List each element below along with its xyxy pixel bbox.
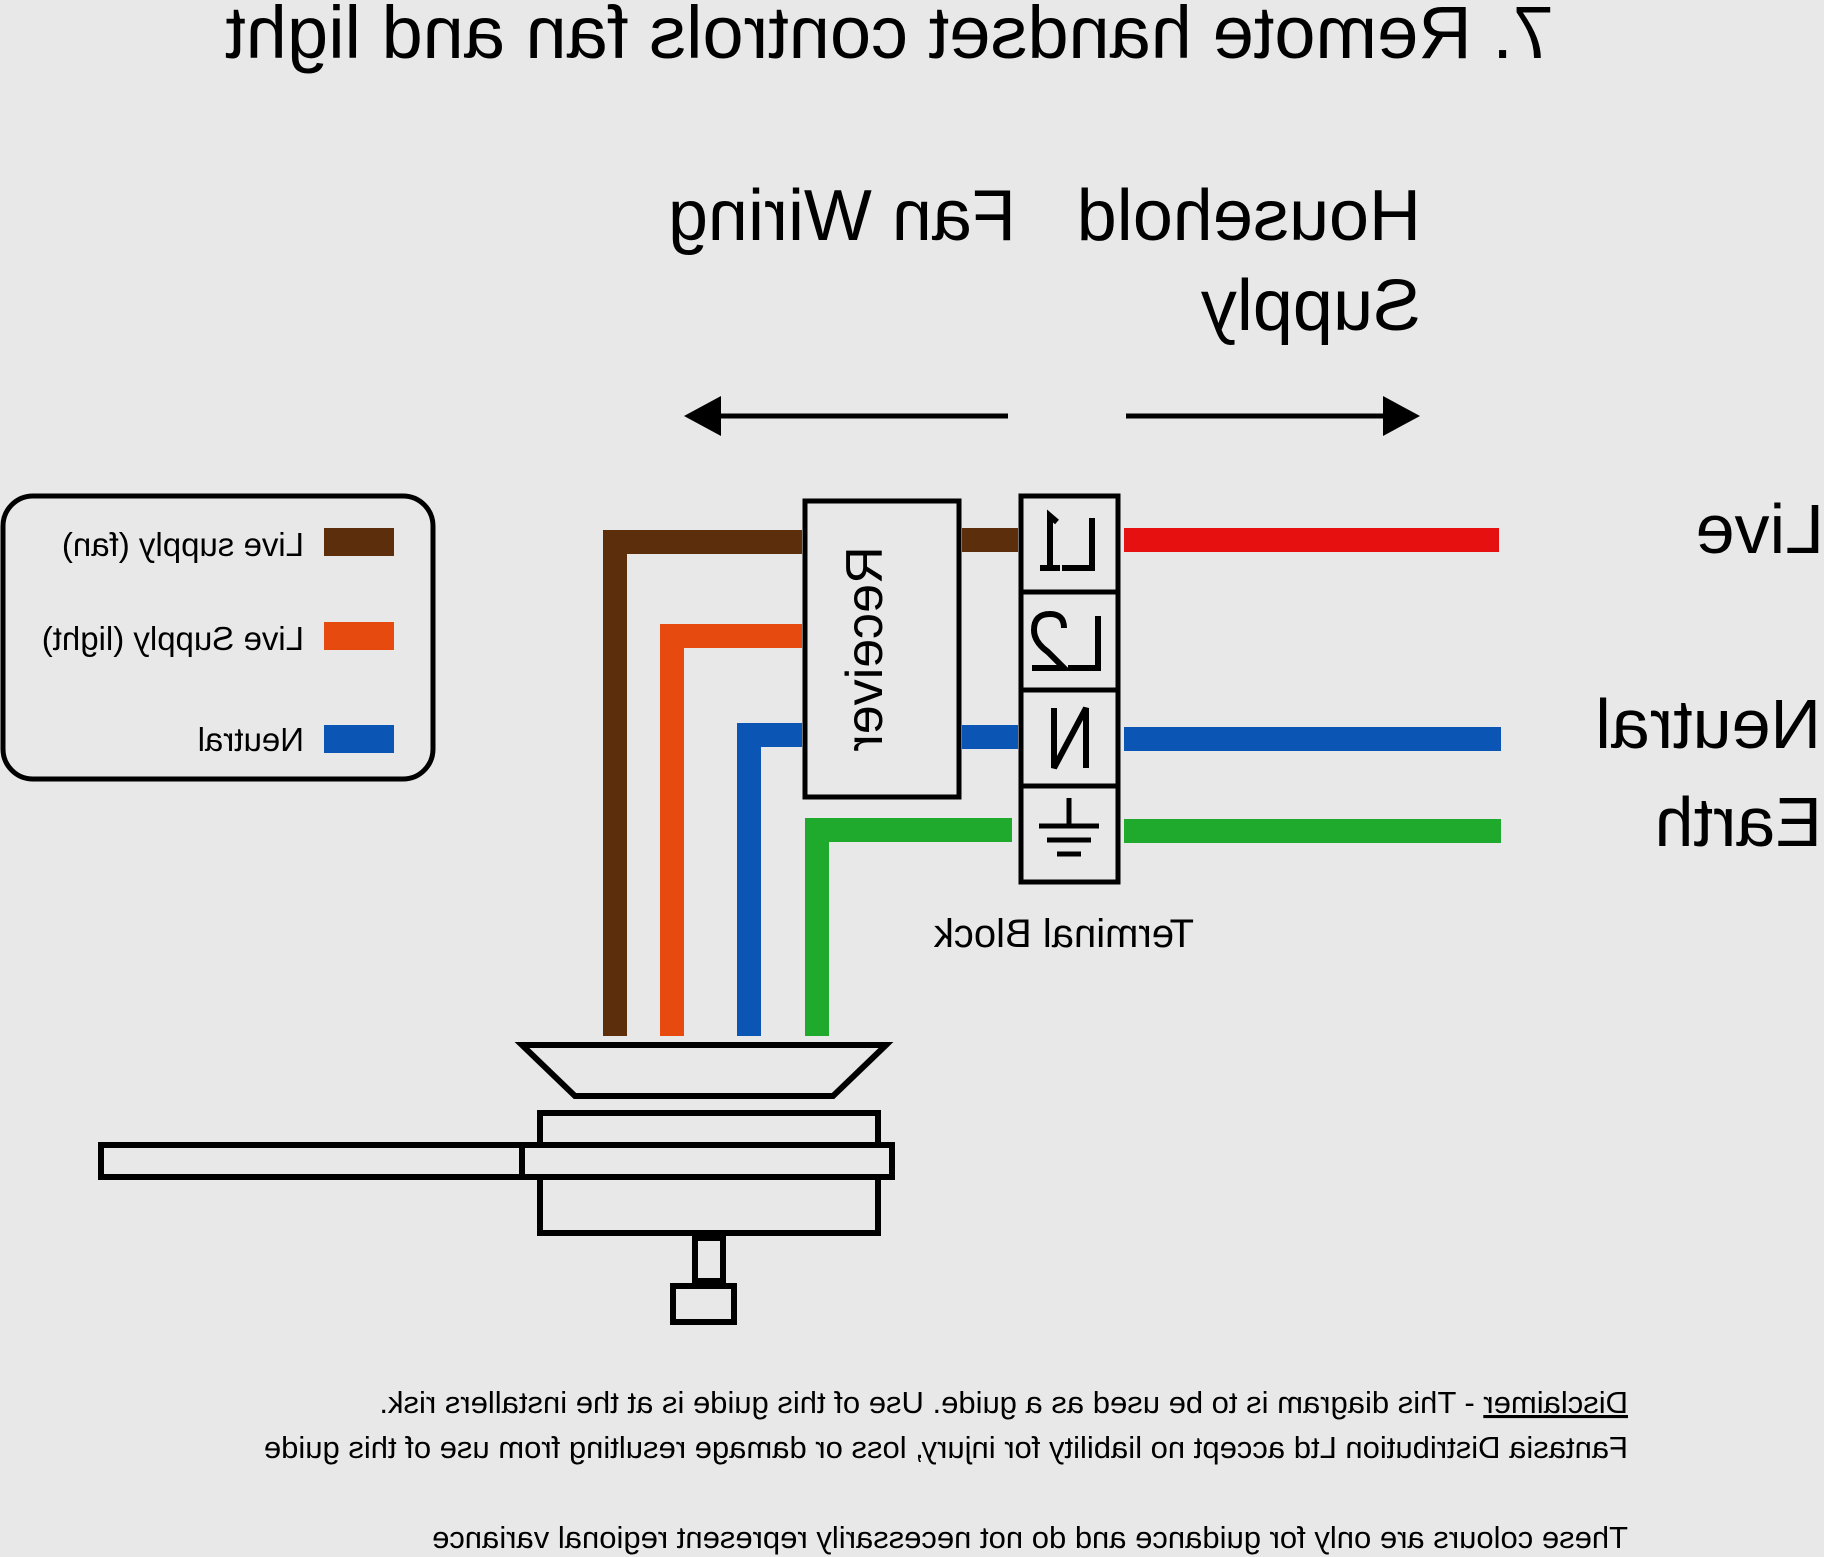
legend-label-neutral: Neutral <box>198 721 304 758</box>
receiver-box: Receiver <box>802 498 962 800</box>
receiver-label: Receiver <box>836 546 894 751</box>
disclaimer-heading: Disclaimer <box>1483 1385 1628 1420</box>
wire-fan-live <box>603 530 802 1036</box>
terminal-neutral <box>1051 706 1089 770</box>
disclaimer-line-2: Fantasia Distribution Ltd accept no liab… <box>264 1430 1628 1465</box>
ceiling-fan <box>98 1042 895 1325</box>
wire-light-live <box>660 624 802 1036</box>
legend-swatch-light <box>324 622 394 650</box>
disclaimer-line-3: These colours are only for guidance and … <box>432 1520 1628 1555</box>
terminal-l2 <box>1030 610 1101 671</box>
earth-symbol-icon <box>1039 798 1099 857</box>
terminal-l1 <box>1040 509 1095 571</box>
legend: Live supply (fan) Live Supply (light) Ne… <box>0 493 436 782</box>
wire-fan-neutral <box>737 723 802 1036</box>
legend-label-fan: Live supply (fan) <box>62 526 304 563</box>
fan-blade-right <box>98 1142 525 1180</box>
arrow-household-supply <box>1126 396 1420 436</box>
live-label: Live <box>1696 490 1824 568</box>
terminal-block-label: Terminal Block <box>933 912 1194 956</box>
fan-canopy <box>514 1042 894 1099</box>
diagram-title: 7. Remote handset controls fan and light <box>225 0 1554 74</box>
fan-blade-left <box>463 1142 895 1180</box>
disclaimer-line-1: Disclaimer - This diagram is to be used … <box>379 1385 1628 1420</box>
wire-fan-earth <box>805 818 1012 1036</box>
arrow-fan-wiring <box>684 396 1008 436</box>
fan-light-stem <box>692 1235 726 1284</box>
neutral-label: Neutral <box>1595 685 1821 763</box>
household-supply-label-line2: Supply <box>1201 266 1421 346</box>
fan-light-fitting <box>670 1283 737 1325</box>
terminal-block <box>1018 493 1121 885</box>
disclaimer-line-1-text: - This diagram is to be used as a guide.… <box>379 1385 1483 1420</box>
legend-label-light: Live Supply (light) <box>42 620 304 657</box>
legend-swatch-neutral <box>324 725 394 753</box>
fan-wiring-label: Fan Wiring <box>668 176 1016 256</box>
earth-label: Earth <box>1655 783 1822 861</box>
household-supply-label: Household <box>1077 176 1421 256</box>
disclaimer: Disclaimer - This diagram is to be used … <box>264 1385 1628 1555</box>
legend-swatch-fan <box>324 528 394 556</box>
